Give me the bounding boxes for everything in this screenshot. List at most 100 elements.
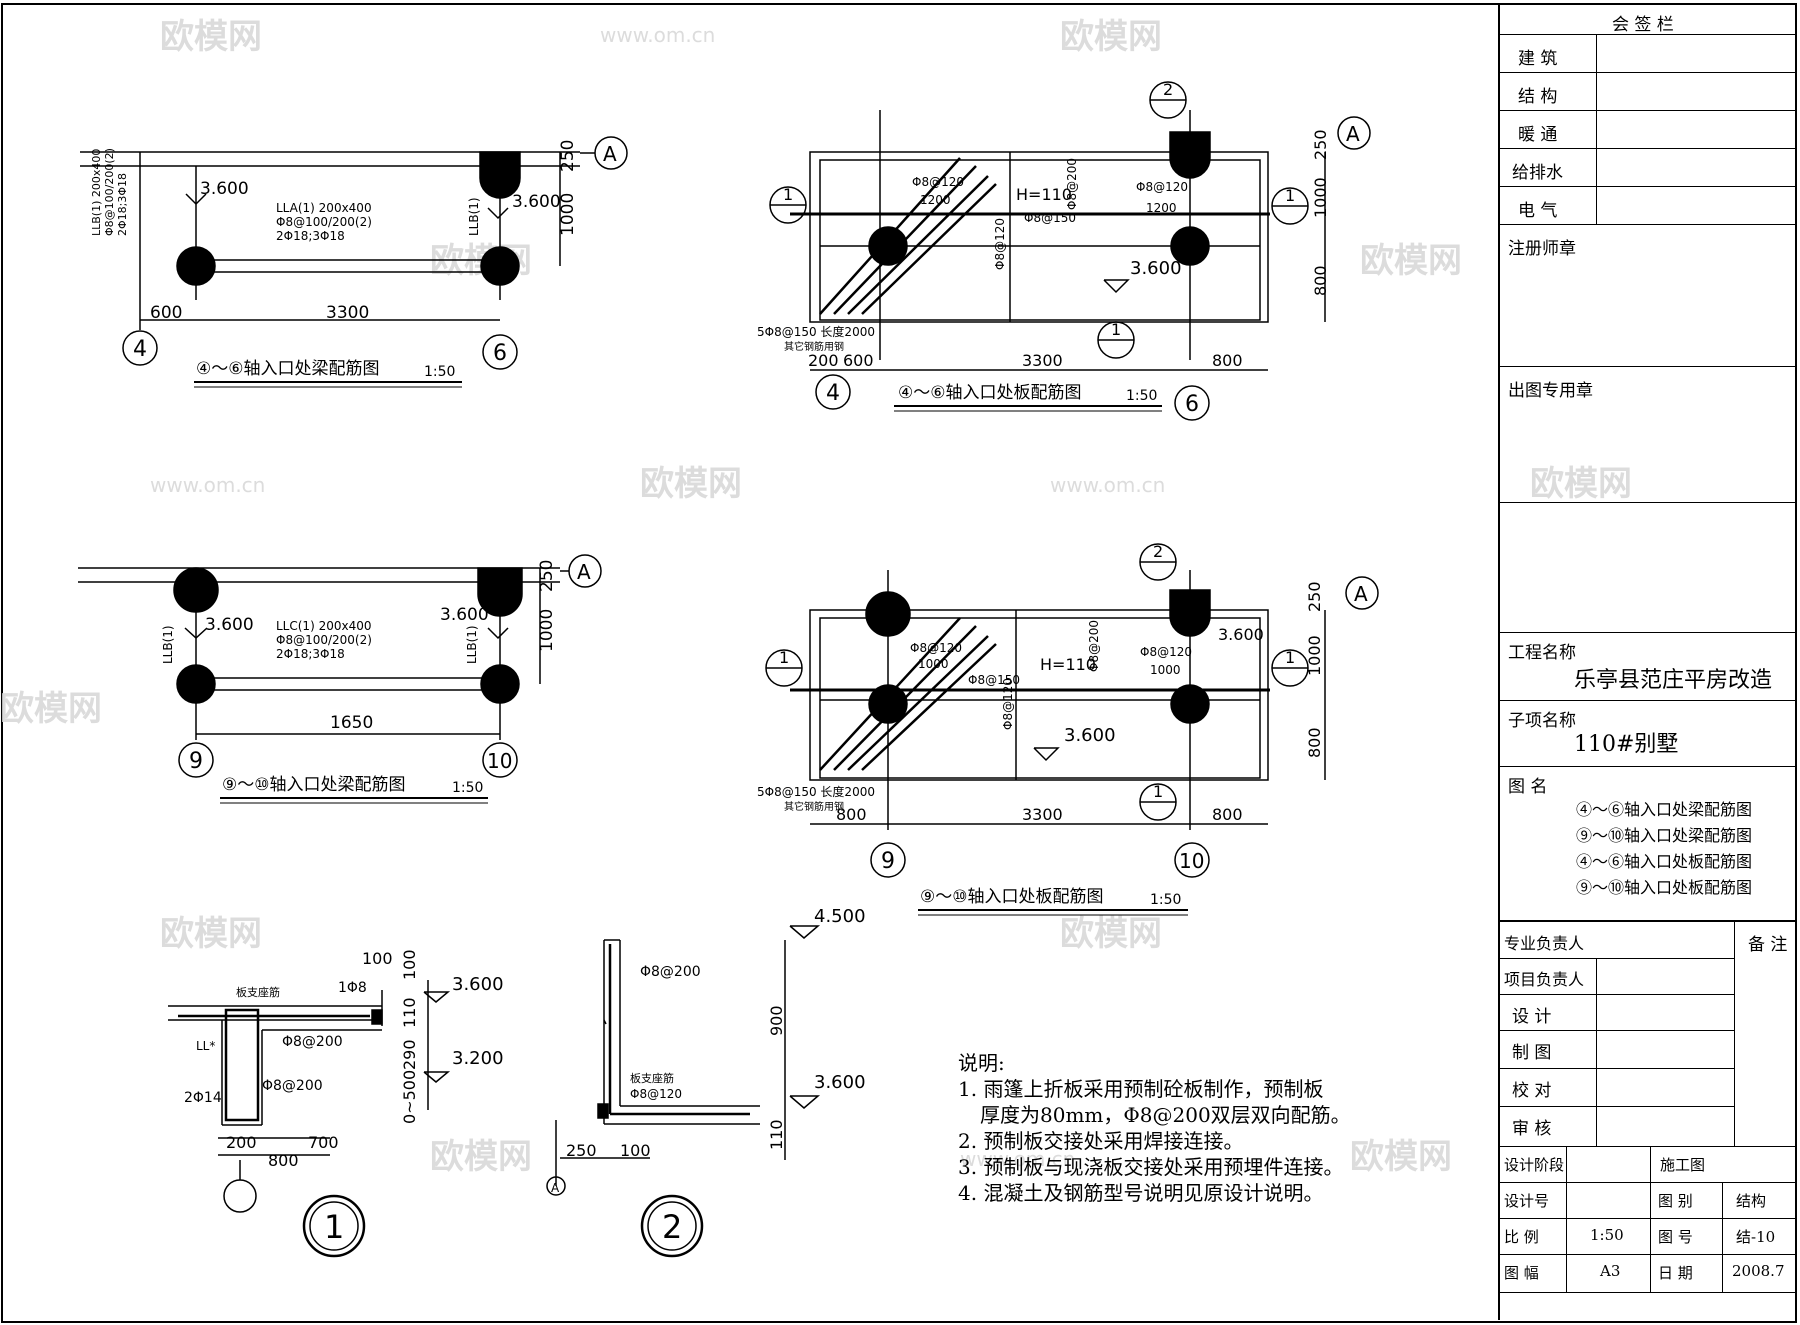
rebar-label: Φ8@120 (910, 641, 962, 655)
design-number-label: 设计号 (1504, 1192, 1550, 1210)
column-label: LLB(1) (161, 625, 175, 664)
subitem-name: 110#别墅 (1574, 732, 1679, 757)
rebar-label: Φ8@200 (262, 1078, 323, 1094)
slab-drawing-9-10 (765, 543, 1379, 878)
section-detail-2 (546, 925, 821, 1258)
dimension-label: 1000 (1305, 635, 1324, 676)
rebar-label: Φ8@150 (1024, 211, 1076, 225)
dimension-label: 250 (537, 560, 557, 592)
project-name-label: 工程名称 (1508, 643, 1576, 663)
thickness-label: H=110 (1016, 185, 1072, 204)
drawing-scale: 1:50 (1150, 892, 1181, 908)
column-label: LLB(1) (467, 197, 481, 236)
dimension-label: 600 (843, 351, 874, 370)
drawing-name-item: ⑨～⑩轴入口处梁配筋图 (1576, 826, 1753, 845)
watermark: 欧模网 (1360, 241, 1462, 281)
dimension-label: 3300 (326, 303, 369, 323)
column-label: Φ8@100/200(2) (103, 148, 116, 236)
discipline-label: 结 构 (1518, 87, 1558, 107)
axis-mark: 10 (1179, 849, 1204, 873)
watermark: 欧模网 (160, 914, 262, 954)
design-phase-value: 施工图 (1660, 1156, 1706, 1174)
drawing-name-item: ④～⑥轴入口处板配筋图 (1576, 852, 1753, 871)
elevation-label: 3.600 (814, 1072, 866, 1093)
column-label: LLB(1) (465, 625, 479, 664)
countersign-header: 会 签 栏 (1612, 15, 1674, 35)
watermark: www.om.cn (600, 23, 715, 47)
drawing-name-item: ④～⑥轴入口处梁配筋图 (1576, 800, 1753, 819)
beam-label: 2Φ18;3Φ18 (276, 647, 345, 661)
slab-drawing-4-6 (769, 81, 1371, 421)
watermark-layer: 欧模网 欧模网 www.om.cn 欧模网 欧模网 欧模网 欧模网 www.om… (0, 17, 1632, 1177)
axis-mark: 9 (189, 749, 203, 774)
rebar-label: Φ8@200 (1065, 158, 1079, 210)
rebar-label: Φ8@150 (968, 673, 1020, 687)
elevation-label: 3.600 (205, 615, 254, 635)
elevation-label: 3.600 (512, 192, 561, 212)
drawing-scale: 1:50 (452, 780, 483, 796)
axis-mark: 9 (881, 849, 895, 874)
notes-heading: 说明: (958, 1051, 1005, 1075)
column-label: 2Φ18;3Φ18 (116, 173, 129, 236)
dimension-label: 1000 (537, 609, 557, 652)
dimension-label: 800 (1212, 805, 1243, 824)
section-detail-mark: 2 (662, 1208, 682, 1246)
remarks-label: 备 注 (1748, 935, 1788, 955)
rebar-label: Φ8@120 (912, 175, 964, 189)
dimension-label: 100 (620, 1141, 651, 1160)
axis-mark: A (577, 560, 591, 584)
axis-mark: 6 (1185, 392, 1199, 417)
note-item: 4. 混凝土及钢筋型号说明见原设计说明。 (958, 1181, 1324, 1205)
dimension-label: 0~500 (400, 1070, 419, 1124)
section-mark: 1 (1285, 186, 1295, 205)
dimension-label: 290 (400, 1039, 419, 1070)
sheet-border (1, 3, 1797, 1323)
axis-mark: A (551, 1181, 560, 1195)
elevation-label: 3.600 (1218, 625, 1264, 644)
elevation-label: 3.200 (452, 1048, 504, 1069)
rebar-label: Φ8@120 (1001, 678, 1015, 730)
title-block: 会 签 栏 建 筑 结 构 暖 通 给排水 电 气 注册师章 出图专用章 工程名… (1498, 4, 1797, 1320)
drawing-title: ⑨～⑩轴入口处板配筋图 (920, 887, 1103, 907)
drawing-name-label: 图 名 (1508, 777, 1548, 797)
elevation-label: 3.600 (1130, 258, 1182, 279)
dimension-label: 200 (226, 1133, 257, 1152)
slab-drawing-9-10-text: H=110 3.600 3.600 Φ8@120 1000 Φ8@150 Φ8@… (757, 542, 1368, 908)
discipline-label: 给排水 (1512, 163, 1563, 183)
section-mark: 1 (1285, 648, 1295, 667)
beam-drawing-9-10 (78, 554, 602, 778)
dimension-label: 1000 (558, 193, 578, 236)
project-name: 乐亭县范庄平房改造 (1574, 668, 1773, 693)
drawing-number-label: 图 号 (1658, 1228, 1693, 1246)
drawing-number-value: 结-10 (1736, 1228, 1776, 1246)
dimension-label: 3300 (1022, 351, 1063, 370)
note-item: 1. 雨篷上折板采用预制砼板制作，预制板 (958, 1077, 1324, 1101)
rebar-label: 1200 (920, 193, 951, 207)
section-detail-2-text: 4.500 3.600 900 110 250 100 Φ8@200 板支座筋 … (551, 906, 866, 1246)
axis-mark: 6 (493, 341, 507, 366)
role-label: 校 对 (1512, 1081, 1552, 1101)
drawing-notes: 说明: 1. 雨篷上折板采用预制砼板制作，预制板 厚度为80mm，Φ8@200双… (958, 1050, 1351, 1206)
rebar-note: 其它钢筋用钢 (784, 800, 844, 813)
elevation-label: 3.600 (452, 974, 504, 995)
dimension-label: 1000 (1311, 177, 1330, 218)
rebar-label: 板支座筋 (630, 1071, 674, 1085)
rebar-label: Φ8@200 (1087, 620, 1101, 672)
watermark: 欧模网 (160, 17, 262, 57)
dimension-label: 800 (1305, 727, 1324, 758)
rebar-label: 1200 (1146, 201, 1177, 215)
axis-mark: 10 (487, 749, 512, 773)
beam-label: LLA(1) 200x400 (276, 201, 372, 215)
date-label: 日 期 (1658, 1264, 1693, 1282)
note-item: 厚度为80mm，Φ8@200双层双向配筋。 (980, 1103, 1351, 1127)
axis-mark: 4 (826, 381, 840, 406)
beam-label: Φ8@100/200(2) (276, 633, 372, 647)
rebar-label: 1000 (1150, 663, 1181, 677)
beam-drawing-4-6-text: 3.600 3.600 LLA(1) 200x400 Φ8@100/200(2)… (90, 140, 617, 380)
section-detail-1-text: 3.600 3.200 100 110 290 0~500 200 700 80… (184, 949, 504, 1246)
watermark: 欧模网 (640, 464, 742, 504)
role-label: 制 图 (1512, 1043, 1552, 1063)
axis-mark: 4 (133, 337, 147, 362)
drawing-title: ④～⑥轴入口处板配筋图 (898, 383, 1081, 403)
beam-label: LLC(1) 200x400 (276, 619, 371, 633)
